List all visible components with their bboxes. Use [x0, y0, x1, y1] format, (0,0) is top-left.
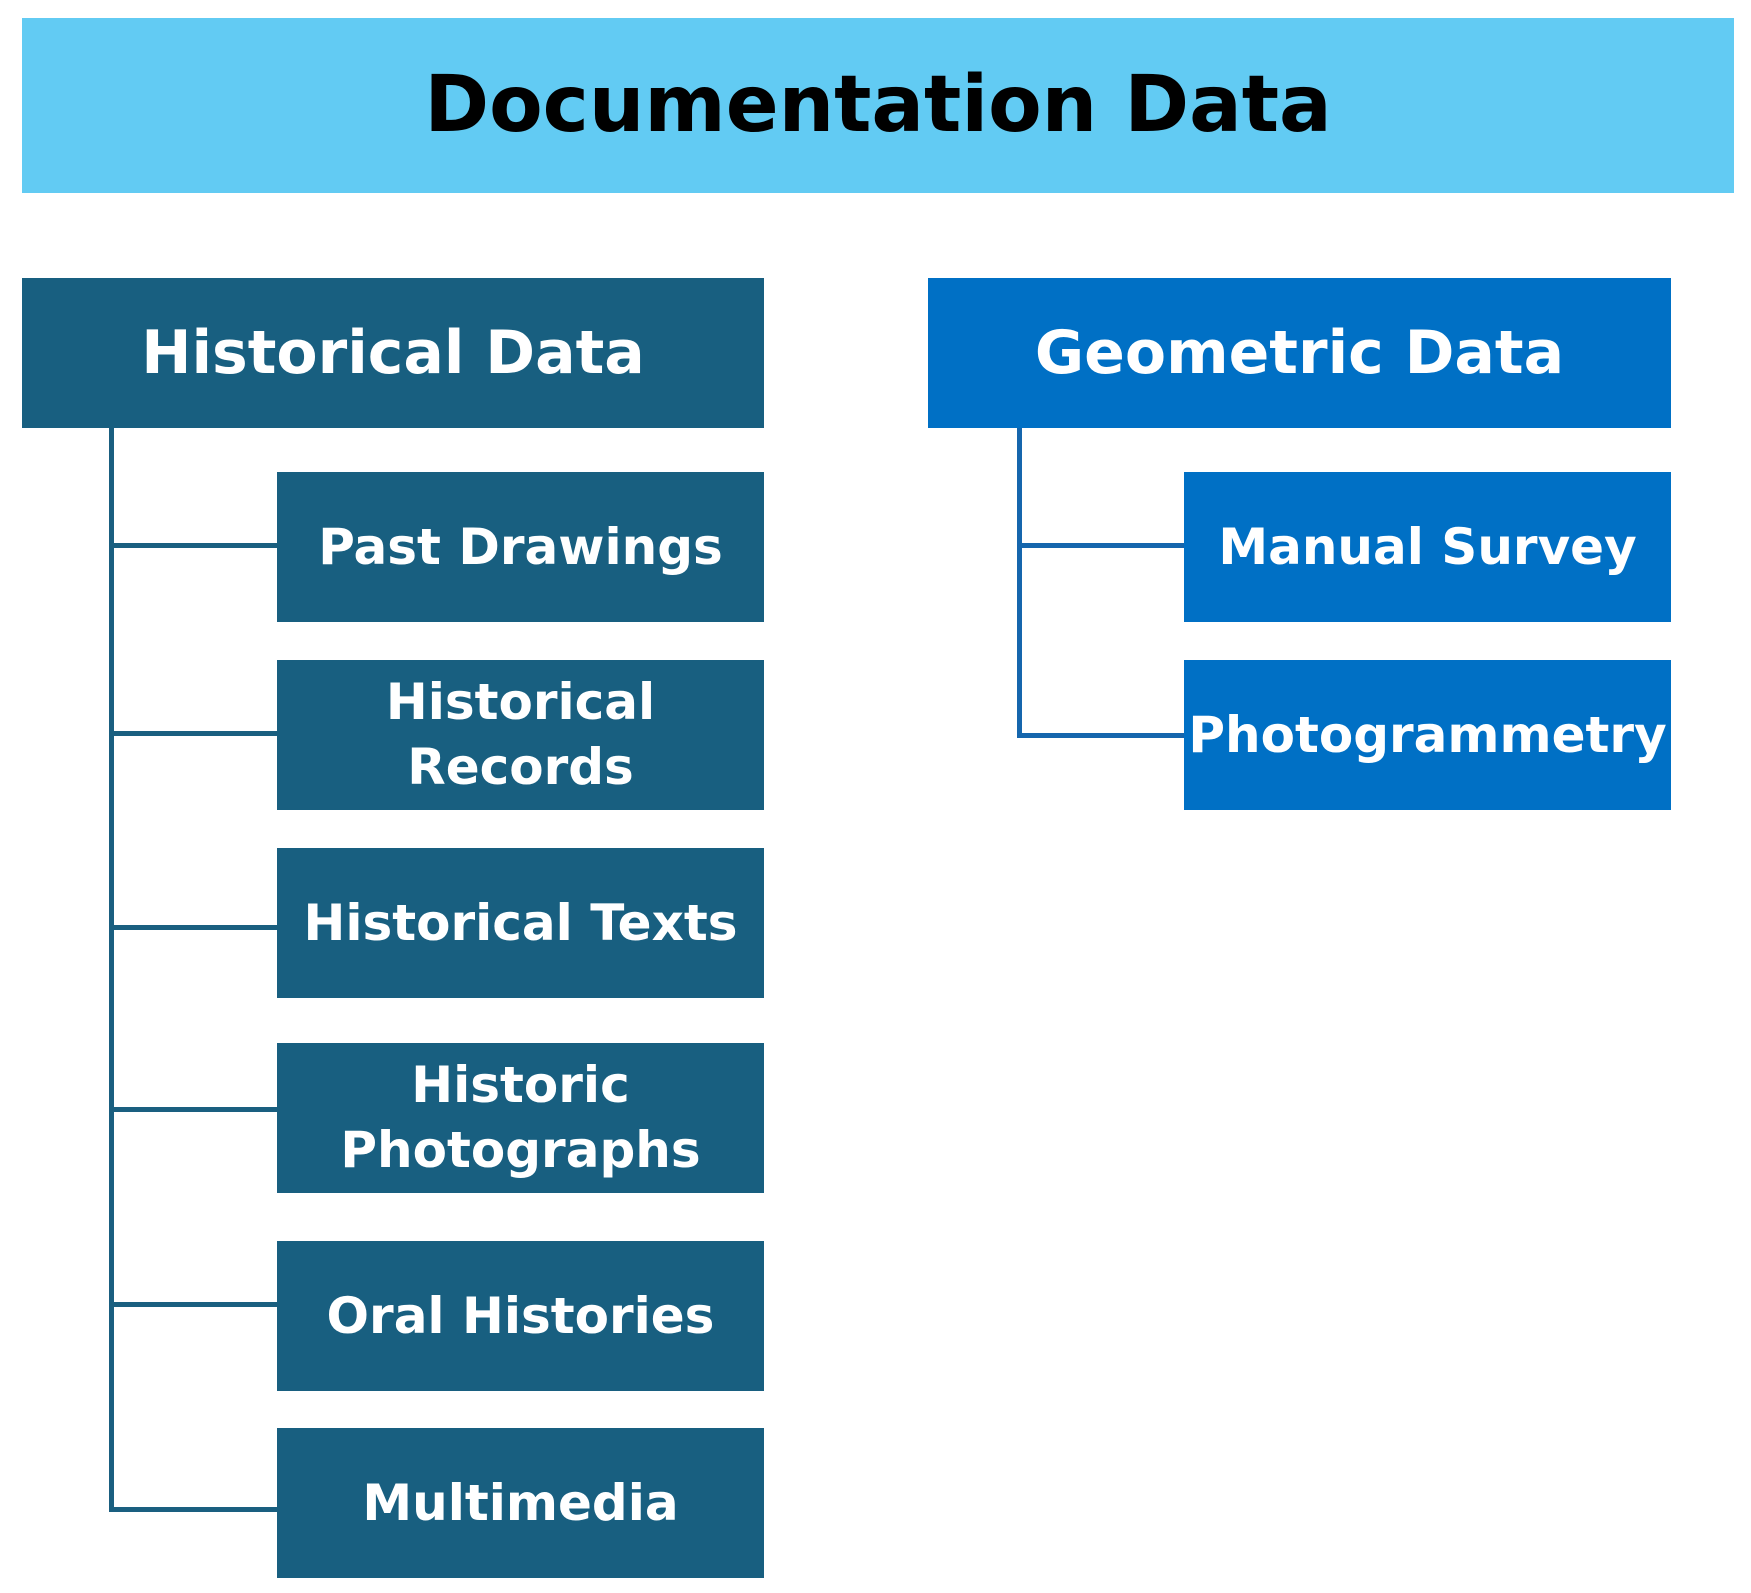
connector-past-drawings: [109, 543, 277, 548]
root-node-documentation-data: Documentation Data: [22, 18, 1734, 193]
node-photogrammetry: Photogrammetry: [1184, 660, 1671, 810]
node-historic-photographs: Historic Photographs: [277, 1043, 764, 1193]
node-oral-histories: Oral Histories: [277, 1241, 764, 1391]
connector-photogrammetry: [1017, 733, 1184, 738]
node-past-drawings: Past Drawings: [277, 472, 764, 622]
connector-oral-histories: [109, 1302, 277, 1307]
node-historical-records: Historical Records: [277, 660, 764, 810]
node-manual-survey: Manual Survey: [1184, 472, 1671, 622]
connector-historical-texts: [109, 925, 277, 930]
geometric-trunk-line: [1017, 428, 1022, 738]
connector-manual-survey: [1017, 543, 1184, 548]
connector-historic-photographs: [109, 1107, 277, 1112]
historical-trunk-line: [109, 428, 114, 1512]
category-geometric-data: Geometric Data: [928, 278, 1671, 428]
node-historical-texts: Historical Texts: [277, 848, 764, 998]
connector-historical-records: [109, 731, 277, 736]
node-multimedia: Multimedia: [277, 1428, 764, 1578]
category-historical-data: Historical Data: [22, 278, 764, 428]
connector-multimedia: [109, 1507, 277, 1512]
